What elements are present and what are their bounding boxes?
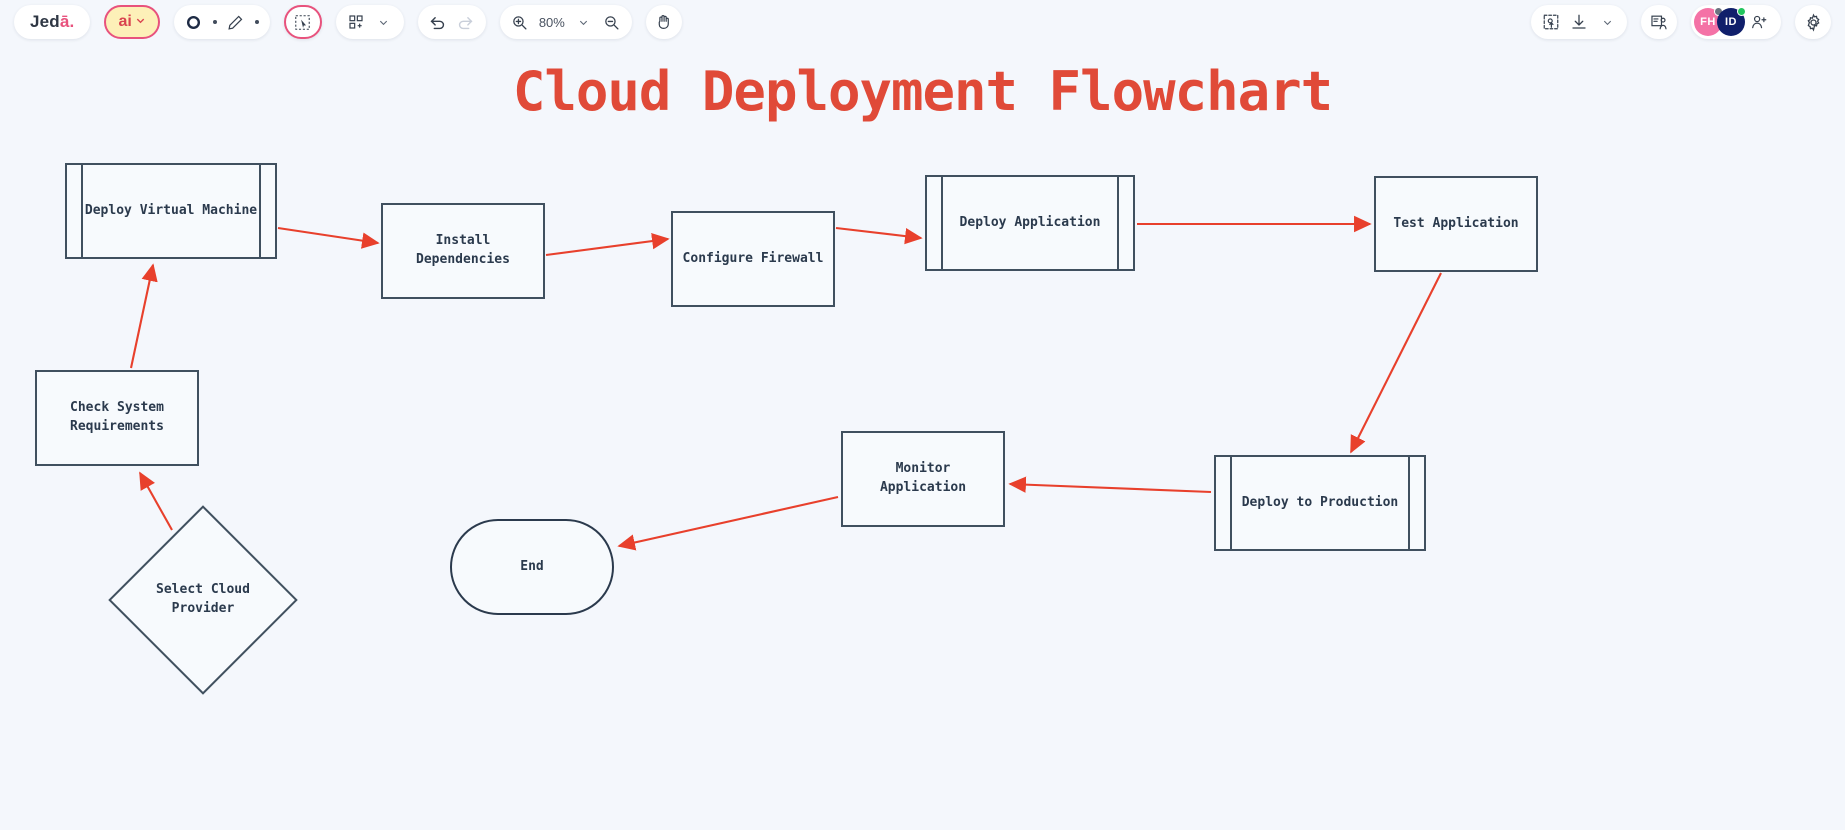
flowchart-node-end[interactable]: End: [450, 519, 614, 615]
grid-add-icon[interactable]: [342, 8, 370, 36]
export-group: [1531, 5, 1627, 39]
collaborators-group: FH ID: [1691, 5, 1781, 39]
flowchart-edge-monitor-to-end[interactable]: [617, 495, 839, 551]
flowchart-node-deps[interactable]: Install Dependencies: [381, 203, 545, 299]
node-label: Check System Requirements: [70, 400, 164, 434]
status-badge: [1737, 7, 1746, 16]
node-label: Select Cloud Provider: [156, 582, 250, 616]
avatar-initials: ID: [1725, 16, 1737, 28]
flowchart-node-monitor[interactable]: Monitor Application: [841, 431, 1005, 527]
flowchart-edge-test-to-prod[interactable]: [1350, 272, 1442, 454]
node-label: Install Dependencies: [416, 233, 510, 267]
node-label: Deploy Virtual Machine: [84, 202, 258, 218]
logo-text: Jed: [30, 12, 60, 31]
flowchart-edge-deps-to-firewall[interactable]: [545, 232, 670, 257]
flowchart-node-test[interactable]: Test Application: [1374, 176, 1538, 272]
draw-tools-group: [173, 5, 270, 39]
flowchart-node-firewall[interactable]: Configure Firewall: [671, 211, 835, 307]
flowchart-edge-prod-to-monitor[interactable]: [1008, 476, 1212, 494]
zoom-level-label[interactable]: 80%: [538, 14, 565, 30]
ai-label: ai: [118, 13, 132, 30]
insert-group: [335, 5, 404, 39]
download-chevron-down-icon[interactable]: [1593, 8, 1621, 36]
flowchart-edge-provider-to-check[interactable]: [139, 471, 173, 531]
flowchart-node-vm[interactable]: Deploy Virtual Machine: [65, 163, 277, 259]
flowchart-node-provider[interactable]: Select Cloud Provider: [108, 505, 298, 695]
present-icon[interactable]: [1645, 8, 1673, 36]
node-label: Configure Firewall: [682, 250, 824, 266]
ai-menu-button[interactable]: ai: [104, 5, 160, 39]
insert-chevron-down-icon[interactable]: [370, 8, 398, 36]
avatar-initials: FH: [1700, 16, 1716, 28]
shape-tool-button[interactable]: [180, 8, 208, 36]
node-label: End: [520, 558, 544, 574]
settings-group: [1795, 5, 1831, 39]
flowchart-edge-check-to-vm[interactable]: [129, 263, 158, 369]
add-user-icon[interactable]: [1745, 8, 1773, 36]
flowchart-node-deployapp[interactable]: Deploy Application: [925, 175, 1135, 271]
redo-button[interactable]: [452, 8, 480, 36]
page-title: Cloud Deployment Flowchart: [512, 60, 1333, 123]
gear-icon[interactable]: [1799, 8, 1827, 36]
logo-accent: ā.: [59, 12, 75, 31]
pen-tool-indicator-dot: [254, 20, 259, 24]
node-label: Test Application: [1393, 215, 1519, 231]
present-group: [1641, 5, 1677, 39]
undo-button[interactable]: [424, 8, 452, 36]
flowchart-edge-firewall-to-deployapp[interactable]: [835, 226, 923, 245]
download-button[interactable]: [1565, 8, 1593, 36]
history-group: [417, 5, 486, 39]
pen-tool-button[interactable]: [222, 8, 250, 36]
pan-tool-group: [645, 5, 682, 39]
zoom-in-button[interactable]: [506, 8, 534, 36]
flowchart-node-prod[interactable]: Deploy to Production: [1214, 455, 1426, 551]
capture-region-icon[interactable]: [1537, 8, 1565, 36]
flowchart-edge-vm-to-deps[interactable]: [277, 226, 380, 249]
hand-pan-icon[interactable]: [650, 8, 678, 36]
flowchart-node-check[interactable]: Check System Requirements: [35, 370, 199, 466]
avatar[interactable]: ID: [1717, 7, 1746, 36]
zoom-out-button[interactable]: [598, 8, 626, 36]
zoom-group: 80%: [499, 5, 632, 39]
node-label: Monitor Application: [879, 461, 967, 495]
zoom-chevron-down-icon[interactable]: [570, 8, 598, 36]
shape-tool-indicator-dot: [212, 20, 217, 24]
node-label: Deploy to Production: [1241, 494, 1399, 510]
chevron-down-icon: [135, 13, 146, 31]
node-label: Deploy Application: [959, 214, 1101, 230]
select-tool-button[interactable]: [283, 5, 322, 39]
